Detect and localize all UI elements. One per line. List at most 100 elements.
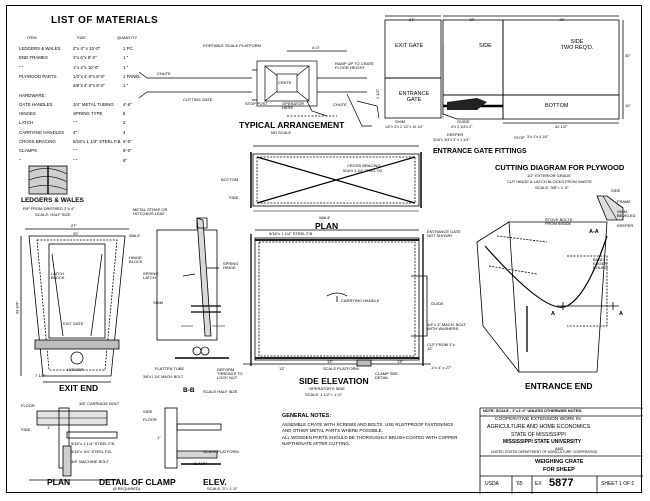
general-notes: GENERAL NOTES: ASSEMBLE CRATE WITH SCREW… — [282, 413, 482, 447]
clamp-scale: SCALE: 3"= 1'-0" — [207, 486, 238, 491]
fittings-dim-7: 42 1/2" — [555, 124, 568, 129]
materials-size: 3/4" METAL TUBING — [73, 101, 114, 107]
detail-spring-hinge: SPRING HINGE — [223, 261, 239, 270]
plan-wale: WALE — [319, 215, 331, 220]
entrance-end-band: BAND EDGES ROUND — [593, 257, 608, 270]
side-elev-guide: GUIDE — [431, 301, 444, 306]
materials-qty: 4'-6" — [123, 101, 132, 107]
fittings-stop-size: 3"x 1"x 4 1/4" — [527, 135, 549, 139]
clamp-floor: FLOOR — [21, 403, 35, 408]
entrance-end-aa: A-A — [589, 229, 599, 235]
notes-title: GENERAL NOTES: — [282, 413, 332, 419]
materials-header-item: ITEM — [27, 35, 37, 40]
fittings-entrance-gate: ENTRANCE GATE — [398, 91, 430, 103]
fittings-dim-5: 30" — [625, 53, 631, 58]
detail-bolt: 3/8"x1 1/4" MACH. BOLT — [143, 375, 184, 379]
entrance-end-frame: FRAME — [617, 199, 631, 204]
typical-chute-left-label: CHUTE — [157, 71, 171, 76]
entrance-end-drawing — [476, 195, 624, 373]
fittings-exit-gate: EXIT GATE — [395, 43, 424, 49]
materials-item: LEDGERS & WALES — [19, 46, 61, 51]
tb-scale-note: NOTE: SCALE - 1"=1'-0" UNLESS OTHERWISE … — [483, 409, 583, 413]
tb-year: '65 — [516, 481, 523, 487]
tb-sheet: SHEET 1 OF 1 — [601, 481, 635, 487]
tb-line4: MISSISSIPPI STATE UNIVERSITY — [503, 439, 582, 445]
plan-bottom: BOTTOM — [221, 177, 239, 182]
clamp-elev-side: SIDE — [143, 409, 153, 414]
side-elev-entrance-gate: ENTRANCE GATE NOT SHOWN — [427, 229, 461, 238]
materials-item: END FRAMES — [19, 55, 48, 61]
materials-size: 4" — [73, 129, 78, 135]
materials-item: " — [19, 157, 21, 163]
materials-size: SPRING TYPE — [73, 111, 103, 117]
side-elev-dim-4: 1"x 4" x 27" — [431, 365, 452, 370]
detail-deform: DEFORM THREADS TO LOCK NUT — [217, 367, 243, 380]
materials-item: HARDWARE: — [19, 92, 46, 98]
detail-flatten: FLATTEN TUBE — [155, 366, 185, 371]
tb-line6: UNITED STATES DEPARTMENT OF AGRICULTURE … — [491, 450, 598, 454]
tb-line5: AND — [555, 446, 564, 451]
side-elev-cut: CUT FROM 1"x 12" — [427, 342, 455, 351]
notes-line-2: AND OTHER METAL PARTS WHERE POSSIBLE. — [282, 428, 383, 434]
cutting-sub3: SCALE: 3/8"= 1'-0" — [535, 185, 569, 190]
materials-size: 1"x 6"x 8'-0" — [73, 55, 97, 61]
materials-size: 1/2"x 4'-0"x 8'-0" — [73, 73, 105, 79]
detail-section-scale: SCALE HALF SIZE — [203, 389, 238, 394]
clamp-steel: 5/16"x 1 1/4" STEEL F.B. — [71, 441, 116, 446]
clamp-elev-floor: FLOOR — [143, 417, 157, 422]
latch-hinge-drawing — [156, 217, 229, 359]
cutting-sub1: 1/2" EXTERIOR GRADE — [527, 173, 571, 178]
side-elev-sub: OPERATOR'S SIDE — [309, 386, 345, 391]
materials-size: 3/8"x 4'-0"x 8'-0" — [73, 83, 105, 89]
materials-size: 5/16"x 1 1/4" STEEL F.B. — [73, 139, 122, 144]
materials-item: GATE HANDLES — [19, 101, 53, 107]
clamp-elev-platform: SCALE PLATFORM — [203, 449, 239, 454]
materials-size: " " — [73, 120, 78, 126]
materials-item: LATCH — [19, 120, 34, 126]
fittings-side: SIDE — [479, 43, 492, 49]
materials-item: CROSS BRACING — [19, 139, 56, 144]
fittings-keeper: KEEPER — [447, 132, 464, 137]
side-elev-bolt: 1/4"x 3" MACH. BOLT WITH WASHERS — [427, 322, 466, 331]
exit-end-dim-2: 20" — [73, 231, 79, 236]
clamp-title-detail: DETAIL OF CLAMP — [99, 477, 176, 487]
cutting-title: CUTTING DIAGRAM FOR PLYWOOD — [495, 163, 625, 172]
plan-cross-size: 5/16"x 1 1/4" STEEL F.B. — [343, 169, 383, 173]
detail-section: B-B — [183, 387, 195, 394]
fittings-side-two: SIDE TWO REQ'D. — [560, 39, 594, 51]
tb-line2: AGRICULTURE AND HOME ECONOMICS — [487, 424, 591, 430]
tb-line1: COOPERATIVE EXTENSION WORK IN — [495, 417, 581, 422]
materials-header-quantity: QUANTITY — [117, 35, 138, 40]
exit-end-wale: WALE — [129, 233, 141, 238]
typical-dim: 4'-0" — [312, 45, 320, 50]
cutting-sub2: CUT HINGE & LATCH BLOCKS FROM WASTE — [507, 179, 593, 184]
side-elev-title: SIDE ELEVATION — [299, 376, 369, 386]
entrance-end-keeper: KEEPER — [617, 223, 634, 228]
materials-item: CLAMPS — [19, 148, 38, 154]
clamp-mach-bolt: 3/8" MACHINE BOLT — [71, 459, 109, 464]
tb-title1: WEIGHING CRATE — [535, 459, 584, 465]
notes-line-4: NAPTHENATE AFTER CUTTING. — [282, 440, 351, 446]
side-elev-dim-1: 13" — [279, 366, 285, 371]
side-elev-scale-platform: SCALE PLATFORM — [323, 366, 359, 371]
fittings-dim-4: 1 1/2" — [375, 88, 381, 100]
gate-fittings-drawing — [384, 15, 624, 124]
side-elev-dim-3: 13" — [397, 359, 403, 364]
detail-spring-latch: SPRING LATCH — [143, 271, 159, 280]
fittings-stop: STOP — [514, 135, 525, 140]
tb-usda: USDA — [485, 481, 499, 487]
title-block-lines — [479, 407, 643, 494]
fittings-dim-2: 42" — [469, 17, 475, 22]
exit-end-hinge-block: HINGE BLOCK — [129, 255, 143, 264]
materials-qty: 4 — [123, 129, 126, 135]
notes-line-1: ASSEMBLE CRATE WITH SCREWS AND BOLTS. US… — [282, 422, 454, 428]
materials-size: 2"x 4" x 15'-0" — [73, 46, 101, 51]
fittings-dim-1: 24" — [409, 17, 415, 22]
clamp-steel2: 5/16"x 3/4" STEEL F.B. — [71, 449, 112, 454]
clamp-elev-clamp: CLAMP — [193, 461, 207, 466]
materials-item: HINGES — [19, 111, 36, 117]
entrance-end-a-left: A — [551, 311, 555, 317]
exit-end-dim-1: 27" — [71, 223, 77, 228]
materials-qty: 8" — [123, 157, 128, 163]
